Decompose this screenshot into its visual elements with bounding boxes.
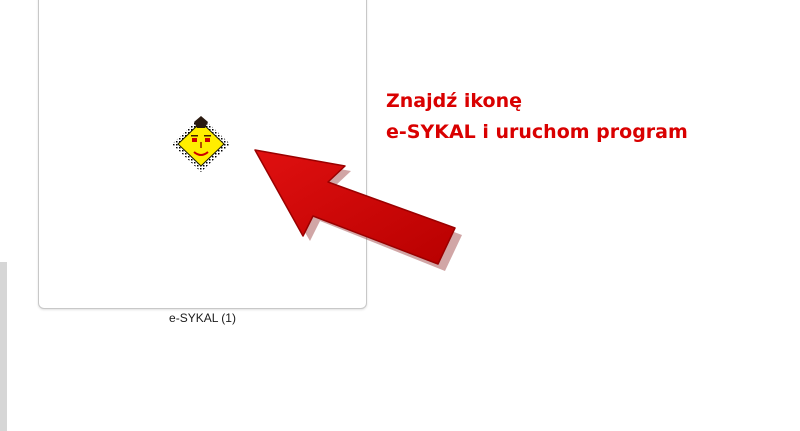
scrollbar-track[interactable] [0,262,7,431]
e-sykal-face-icon[interactable] [170,114,232,174]
red-arrow-icon [254,149,462,271]
instruction-line-2: e-SYKAL i uruchom program [386,121,688,143]
file-name-label[interactable]: e-SYKAL (1) [169,311,236,325]
instruction-line-1: Znajdź ikonę [386,90,523,112]
instruction-callout: Znajdź ikonę e-SYKAL i uruchom program [386,86,688,148]
